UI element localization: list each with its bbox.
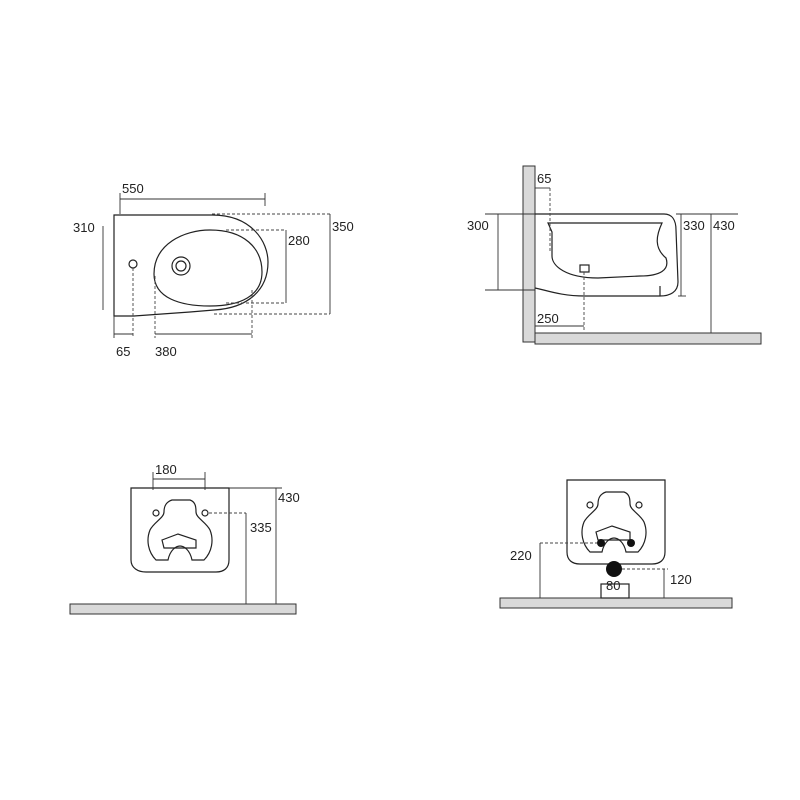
outlet-stub [600,583,630,599]
dim-top-offset: 65 [537,171,551,186]
floor [499,597,733,609]
dim-outlet-diameter: 80 [606,578,620,593]
side-drain [579,264,590,273]
inlet-left [597,539,605,547]
rear-view-outline [130,487,230,573]
inlet-right [627,539,635,547]
fixing-hole-right [635,501,643,509]
dim-fixing-spacing: 180 [155,462,177,477]
dim-inlet-height: 220 [510,548,532,563]
dim-bottom-offset: 250 [537,311,559,326]
side-bowl-inner [547,222,668,279]
dim-mount-height: 430 [278,490,300,505]
drain-inner [175,260,187,272]
dim-total-depth: 350 [332,219,354,234]
fixing-hole-left [152,509,160,517]
dim-bowl-height: 330 [683,218,705,233]
drain-outer [171,256,191,276]
dim-depth-rear: 310 [73,220,95,235]
dim-outlet-height: 120 [670,572,692,587]
top-view-outline [113,214,269,317]
wall [522,165,536,343]
front-view: 220 120 80 [499,479,733,609]
dim-width: 550 [122,181,144,196]
bowl-outline [153,229,263,307]
dim-bowl-length: 380 [155,344,177,359]
dim-mount-height: 430 [713,218,735,233]
fixing-hole-left [586,501,594,509]
tap-hole [128,259,138,269]
dim-bowl-depth: 280 [288,233,310,248]
front-view-outline [566,479,666,565]
dim-fixing-height: 335 [250,520,272,535]
side-view-outline [534,213,679,297]
side-view: 65 300 330 430 250 [467,165,762,345]
dim-height-left: 300 [467,218,489,233]
front-cutout [581,491,647,553]
fixing-hole-right [201,509,209,517]
floor [69,603,297,615]
outlet [606,561,622,577]
dim-hole-offset: 65 [116,344,130,359]
floor [534,332,762,345]
rear-cutout [147,499,213,561]
rear-view: 180 430 335 [69,462,300,615]
top-view: 550 310 280 350 65 380 [73,181,354,359]
